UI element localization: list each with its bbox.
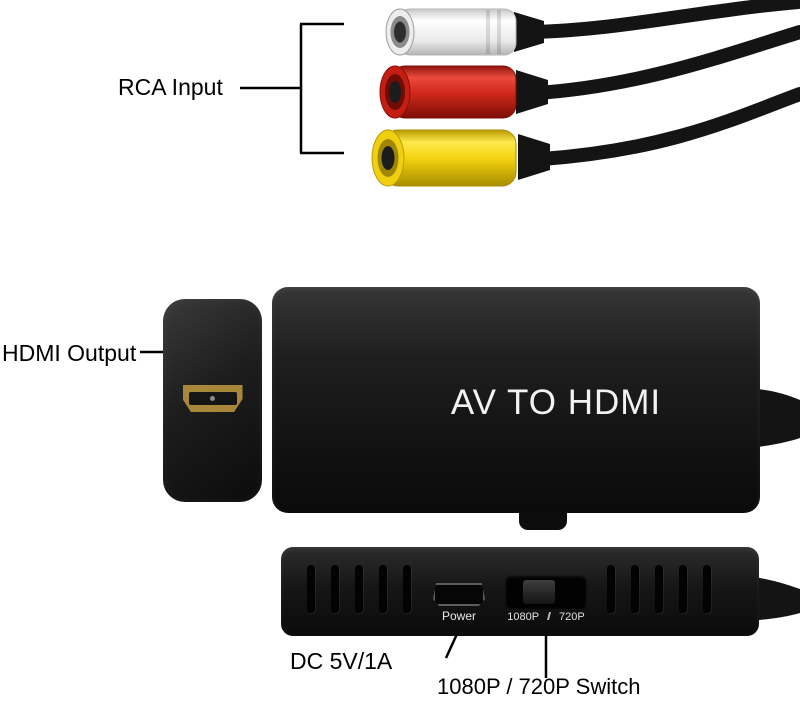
vent-slots-left [307,565,411,613]
hdmi-port-pin [210,396,215,401]
vent-slot [703,565,711,613]
device-cable [750,388,800,448]
resolution-switch [505,575,587,609]
vent-slot [331,565,339,613]
power-port-icon [433,583,485,606]
resolution-switch-knob [523,580,555,604]
vent-slot [355,565,363,613]
dc-power-label: DC 5V/1A [290,648,393,674]
converter-device-front: AV TO HDMI [272,287,760,513]
converter-device-bottom: Power 1080P 720P [281,547,759,636]
switch-label-divider [547,612,552,620]
cable-yellow [535,87,800,166]
device-cable-bottom [748,576,800,621]
vent-slot [631,565,639,613]
rca-connector-red [379,65,548,119]
switch-label-720p: 720P [559,611,585,623]
rca-connector-yellow [371,129,550,187]
rca-input-label: RCA Input [118,74,223,100]
device-front-text: AV TO HDMI [450,383,662,422]
hdmi-port-icon [182,385,243,412]
resolution-switch-label: 1080P / 720P Switch [437,674,641,699]
switch-label-1080p: 1080P [507,611,540,623]
vent-slots-right [607,565,711,613]
hdmi-port-slot [188,392,237,405]
power-callout-line [444,633,459,659]
vent-slot [655,565,663,613]
vent-slot [403,565,411,613]
rca-connector-white [385,8,544,56]
hdmi-output-end-view [163,299,262,502]
vent-slot [607,565,615,613]
power-port-label: Power [441,609,476,623]
cable-red [530,25,800,100]
vent-slot [379,565,387,613]
rca-input-callout-line [240,22,344,155]
cable-white [525,0,800,39]
rca-cables [525,0,800,166]
hdmi-output-label: HDMI Output [2,340,137,366]
vent-slot [679,565,687,613]
resolution-switch-labels: 1080P 720P [495,611,597,623]
vent-slot [307,565,315,613]
